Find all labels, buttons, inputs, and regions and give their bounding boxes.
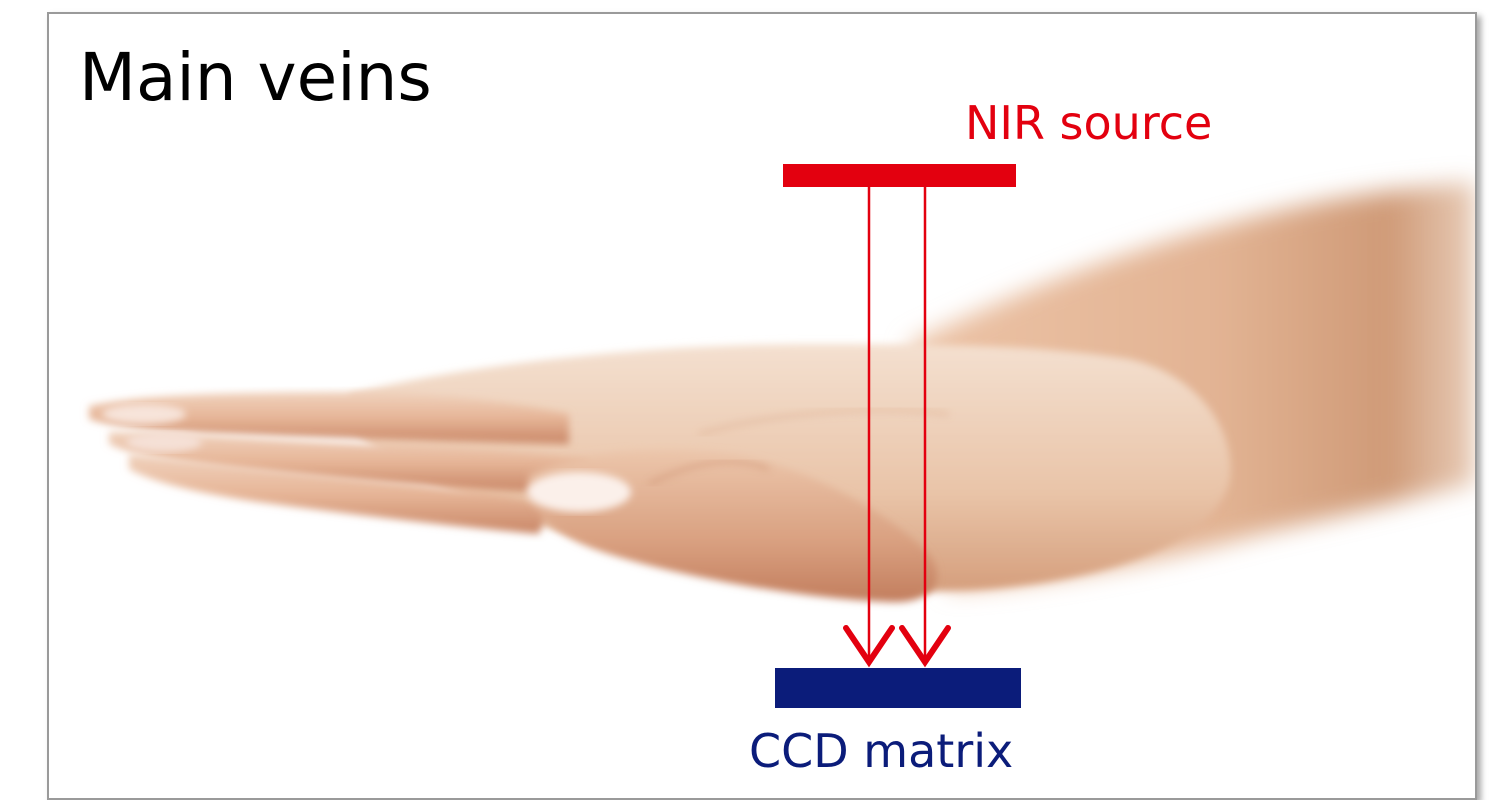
thumbnail-shape [527, 472, 631, 512]
ccd-matrix-label: CCD matrix [749, 726, 1013, 777]
fingernail-shape [126, 432, 202, 452]
slide-title: Main veins [79, 42, 432, 115]
nir-source-label: NIR source [965, 98, 1212, 149]
hand-illustration [49, 14, 1475, 798]
fingernail-shape [102, 404, 186, 424]
diagram-slide: Main veins NIR source CCD matrix [47, 12, 1477, 800]
